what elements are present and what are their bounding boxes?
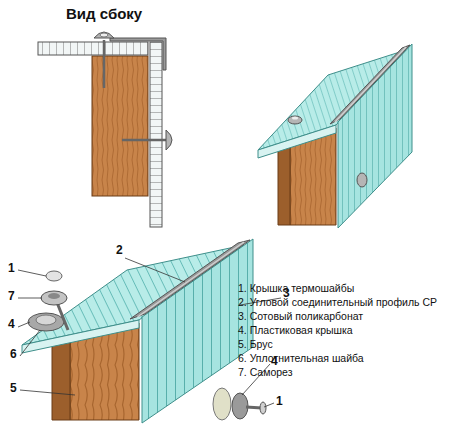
legend-item: 5. Брус — [238, 339, 273, 351]
legend-item: 4. Пластиковая крышка — [238, 325, 353, 337]
exploded-3d-view — [22, 239, 253, 423]
legend-item: 3. Сотовый поликарбонат — [238, 311, 363, 323]
view-title: Вид сбоку — [66, 6, 142, 23]
legend-item: 2. Угловой соединительный профиль СР — [238, 297, 437, 309]
callout-number: 1 — [8, 262, 15, 275]
legend-item: 6. Уплотнительная шайба — [238, 353, 364, 365]
callout-number: 2 — [116, 244, 123, 257]
exploded-parts — [28, 271, 266, 420]
legend-item: 7. Саморез — [238, 367, 293, 379]
callout-number: 1 — [276, 395, 283, 408]
callout-number: 6 — [10, 348, 17, 361]
corner-3d-view — [258, 44, 412, 228]
callout-number: 4 — [8, 318, 15, 331]
callout-number: 5 — [10, 382, 17, 395]
legend-item: 1. Крышка термошайбы — [238, 283, 354, 295]
side-view — [38, 32, 172, 227]
callout-number: 7 — [8, 290, 15, 303]
screw-caps — [288, 116, 367, 187]
